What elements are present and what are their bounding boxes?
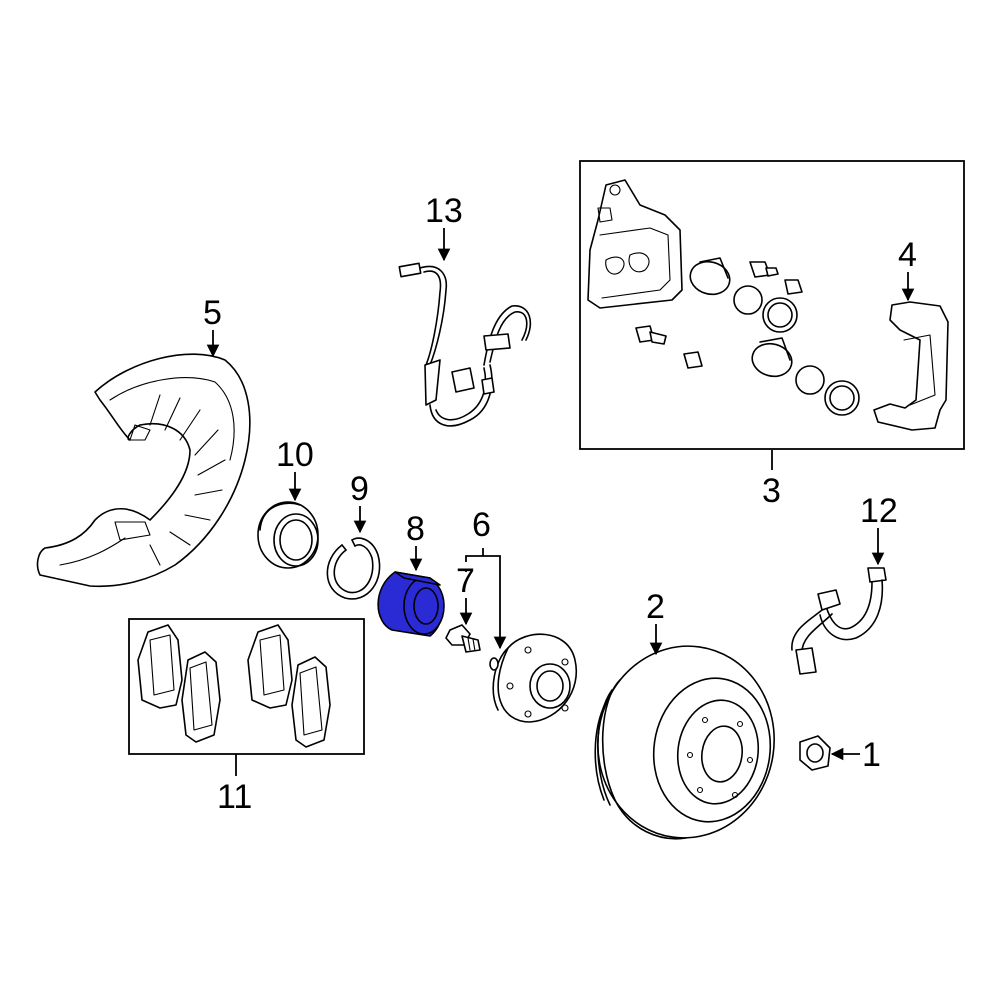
callout-10: 10 [276, 436, 314, 502]
svg-text:7: 7 [456, 562, 475, 600]
brake-pads-box [128, 618, 365, 755]
brake-rotor-part[interactable] [585, 635, 786, 850]
wheel-bearing-part[interactable] [377, 571, 445, 637]
svg-text:3: 3 [762, 472, 781, 510]
wheel-hub-part[interactable] [489, 633, 578, 723]
caliper-pistons-seals[interactable] [635, 257, 860, 416]
svg-text:9: 9 [350, 470, 369, 508]
callout-9: 9 [350, 470, 369, 534]
svg-text:4: 4 [898, 236, 917, 274]
brake-hose-part[interactable] [791, 567, 887, 675]
caliper-bracket-part[interactable] [873, 301, 949, 431]
hub-bolt-part[interactable] [445, 624, 481, 653]
callout-2: 2 [646, 588, 665, 656]
seal-part[interactable] [257, 501, 319, 569]
dust-shield-part[interactable] [36, 353, 251, 588]
svg-text:2: 2 [646, 588, 665, 626]
callout-4: 4 [898, 236, 917, 302]
callout-3: 3 [762, 450, 781, 510]
callout-13: 13 [425, 192, 463, 262]
nut-part[interactable] [799, 735, 831, 771]
callout-7: 7 [456, 562, 475, 626]
callout-12: 12 [860, 492, 898, 566]
svg-text:5: 5 [203, 294, 222, 332]
abs-sensor-wire-part[interactable] [398, 262, 532, 427]
svg-text:10: 10 [276, 436, 314, 474]
brake-pads-part[interactable] [137, 624, 331, 748]
svg-text:8: 8 [406, 510, 425, 548]
svg-text:11: 11 [217, 778, 252, 816]
svg-text:13: 13 [425, 192, 463, 230]
callout-8: 8 [406, 510, 425, 572]
snap-ring-part[interactable] [326, 537, 381, 600]
svg-text:1: 1 [862, 736, 881, 774]
callout-11: 11 [217, 754, 252, 816]
caliper-kit-box [579, 160, 965, 450]
caliper-part[interactable] [587, 179, 683, 309]
callout-5: 5 [203, 294, 222, 358]
callout-6: 6 [465, 506, 507, 650]
svg-text:12: 12 [860, 492, 898, 530]
callout-1: 1 [830, 736, 881, 774]
svg-text:6: 6 [472, 506, 491, 544]
